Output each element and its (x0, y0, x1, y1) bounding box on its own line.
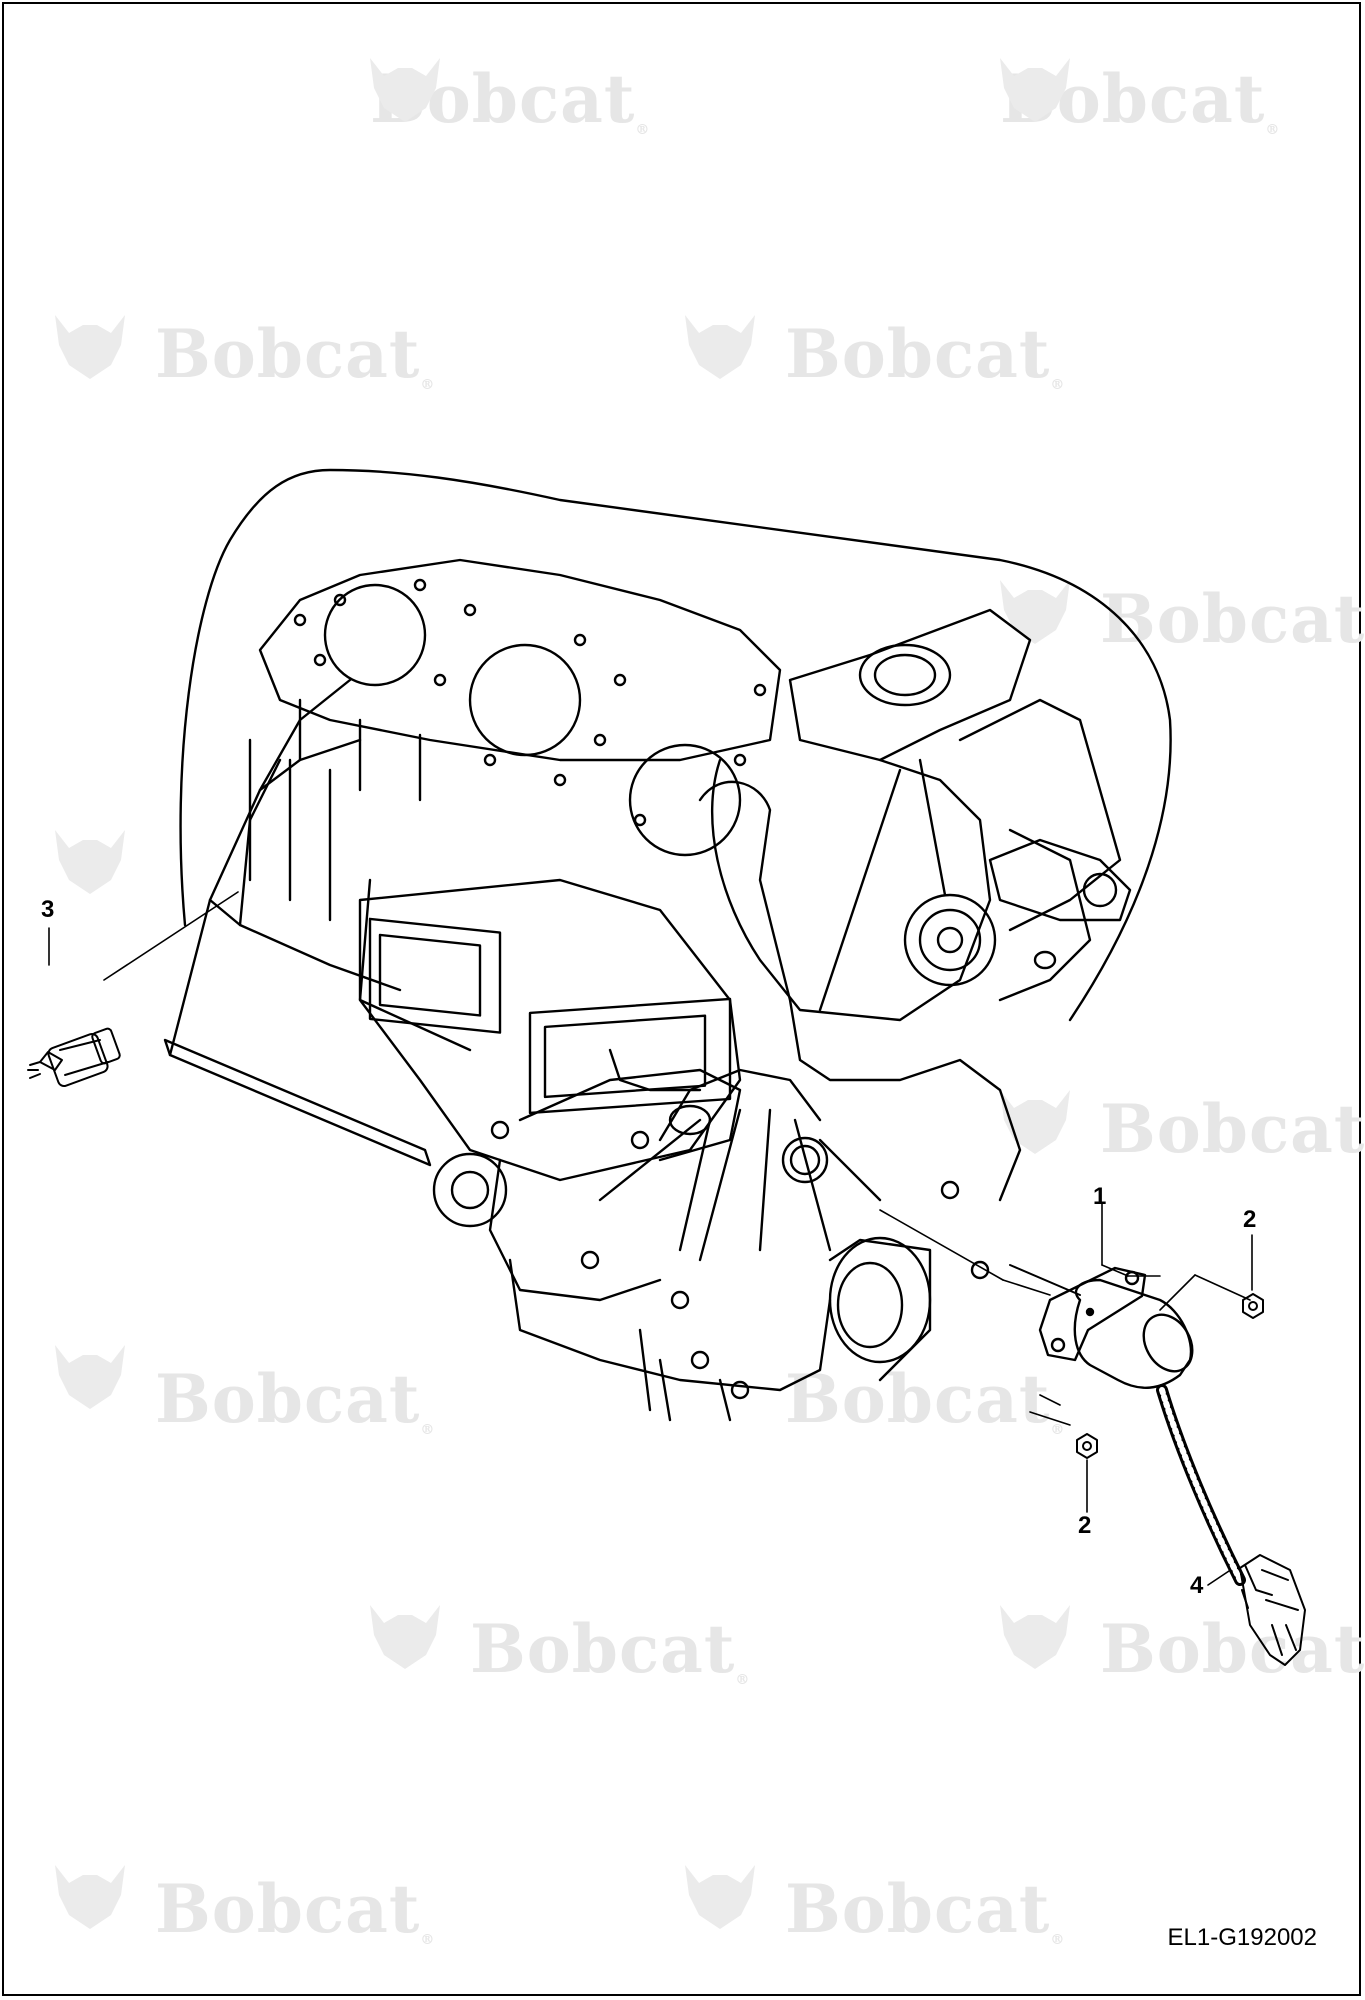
watermark-logo-icon (370, 1605, 440, 1669)
watermark: Bobcat® (155, 1360, 436, 1438)
watermark-logo-icon (1000, 1090, 1070, 1154)
watermark: Bobcat® (1100, 1090, 1365, 1168)
watermark: Bobcat® (785, 315, 1066, 393)
seal-housing (450, 1170, 490, 1210)
engine-block (163, 558, 782, 1167)
front-seal (781, 1136, 829, 1184)
cover-bolt (940, 1180, 960, 1200)
hex-nut-part (1076, 1293, 1264, 1459)
watermark: Bobcat® (470, 1610, 751, 1688)
watermark-logo-icon (55, 1345, 125, 1409)
water-pump (698, 608, 1132, 1202)
head-bolt-holes (293, 578, 767, 827)
cover-bolt (580, 1250, 600, 1270)
thermostat-port (858, 643, 952, 707)
callout-leaders (48, 891, 1253, 1586)
cover-bolt (690, 1350, 710, 1370)
watermark-logo-icon (685, 1865, 755, 1929)
watermark-logo-icon (55, 315, 125, 379)
cover-bolt (670, 1290, 690, 1310)
timing-cover (698, 780, 1022, 1202)
cylinder-bore (323, 583, 427, 687)
watermark-logo-icon (1000, 580, 1070, 644)
watermark: Bobcat® (785, 1870, 1066, 1948)
watermark-logo-icon (1000, 58, 1070, 122)
watermark-logo-icon (1000, 1605, 1070, 1669)
output-boss (836, 1261, 904, 1349)
cover-bolt (630, 1130, 650, 1150)
cover-bolt (490, 1120, 510, 1140)
head-gasket (258, 558, 782, 762)
stop-solenoid-part (1009, 1264, 1194, 1389)
injection-pump-housing (608, 1048, 822, 1142)
cover-bolt (730, 1380, 750, 1400)
cylinder-bore (468, 643, 582, 757)
callout-2-bottom: 2 (1078, 1512, 1092, 1539)
callout-3: 3 (41, 896, 55, 923)
watermark-logo-icon (685, 315, 755, 379)
watermark: Bobcat® (785, 1360, 1066, 1438)
solenoid-wire-harness (1156, 1384, 1306, 1666)
watermark-logo-icon (370, 58, 440, 122)
pressure-switch-part (27, 1027, 121, 1087)
cylinder-bore (628, 743, 742, 857)
seal-housing (432, 1152, 508, 1228)
watermark-logo-icon (55, 1865, 125, 1929)
front-seal (789, 1144, 821, 1176)
watermark-logo-icon (55, 830, 125, 894)
callout-2-top: 2 (1243, 1206, 1257, 1233)
watermark: Bobcat® (155, 315, 436, 393)
idler-bracket (988, 838, 1132, 922)
assembly-outline (179, 468, 1172, 1022)
gear-case (358, 878, 990, 1422)
watermark: Bobcat® (155, 1870, 436, 1948)
drawing-code: EL1-G192002 (1167, 1924, 1317, 1951)
watermark: Bobcat® (1100, 1610, 1365, 1688)
pump-pulley (903, 893, 997, 987)
watermark: Bobcat® (1100, 580, 1365, 658)
callout-1: 1 (1093, 1183, 1107, 1210)
cover-bolt (970, 1260, 990, 1280)
callout-4: 4 (1190, 1572, 1204, 1599)
